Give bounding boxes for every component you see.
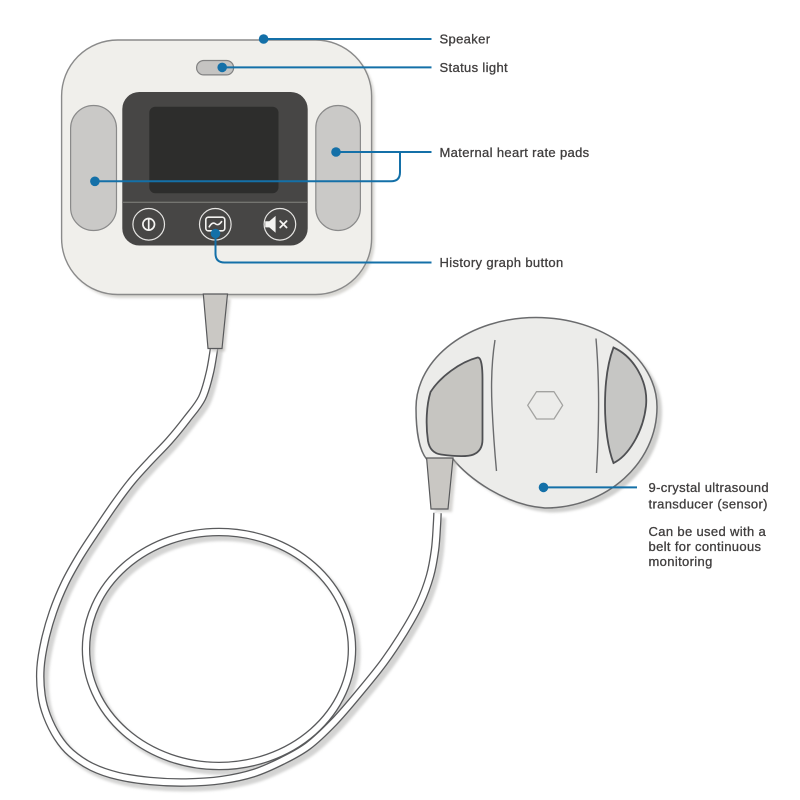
svg-text:Status light: Status light (440, 60, 509, 75)
svg-text:History graph button: History graph button (440, 255, 564, 270)
svg-text:belt for continuous: belt for continuous (649, 539, 762, 554)
svg-text:Speaker: Speaker (440, 32, 491, 47)
svg-text:transducer (sensor): transducer (sensor) (649, 497, 768, 512)
svg-text:9-crystal ultrasound: 9-crystal ultrasound (649, 480, 769, 495)
svg-text:Can be used with a: Can be used with a (649, 524, 767, 539)
svg-text:monitoring: monitoring (649, 554, 713, 569)
svg-text:Maternal heart rate pads: Maternal heart rate pads (440, 145, 590, 160)
